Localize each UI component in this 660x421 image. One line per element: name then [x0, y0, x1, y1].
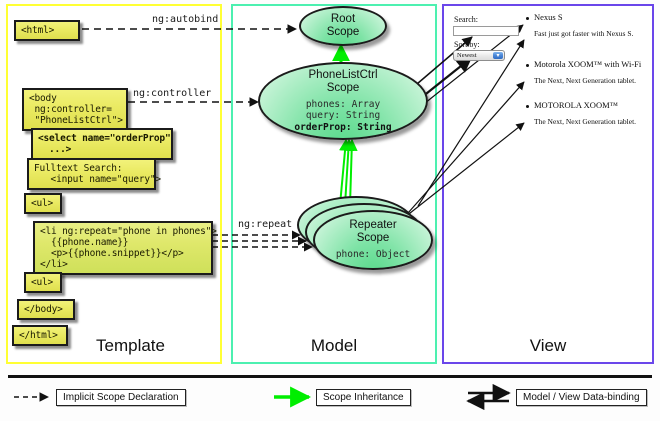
panel-view-title: View	[529, 336, 567, 355]
search-input[interactable]	[453, 26, 519, 36]
phone-name: MOTOROLA XOOM™	[534, 100, 618, 110]
legend-scope-inheritance: Scope Inheritance	[316, 389, 411, 406]
scope-prop-phones: phones: Array	[305, 98, 381, 110]
code-box-ul-close: <ul>	[24, 272, 62, 293]
code-box-select-orderprop: <select name="orderProp" ...>	[31, 128, 173, 160]
code-box-html-close: </html>	[12, 325, 68, 346]
sort-select[interactable]: Newest ▾	[453, 50, 505, 61]
panel-model: Model	[231, 4, 437, 364]
legend-divider	[8, 375, 652, 378]
scope-repeater-props: phone: Object	[335, 249, 411, 261]
code-box-body-open: <body ng:controller= "PhoneListCtrl">	[22, 88, 128, 131]
code-box-html-open: <html>	[14, 20, 80, 41]
code-box-fulltext-search: Fulltext Search: <input name="query">	[27, 158, 161, 190]
edge-label-repeat: ng:repeat	[238, 219, 293, 230]
edge-label-autobind: ng:autobind	[152, 14, 219, 25]
phone-snippet: The Next, Next Generation tablet.	[534, 117, 637, 126]
legend-implicit-scope-declaration: Implicit Scope Declaration	[56, 389, 186, 406]
phone-name: Nexus S	[534, 12, 563, 22]
chevron-down-icon[interactable]: ▾	[493, 52, 503, 59]
sort-select-value: Newest	[457, 52, 477, 59]
code-box-ul-open: <ul>	[24, 193, 62, 214]
scope-prop-orderprop: orderProp: String	[294, 121, 392, 133]
scope-prop-query: query: String	[305, 110, 381, 122]
phone-snippet: Fast just got faster with Nexus S.	[534, 29, 634, 38]
code-box-li-ngrepeat: <li ng:repeat="phone in phones"> {{phone…	[33, 221, 217, 275]
list-bullet	[526, 64, 529, 67]
phone-name: Motorola XOOM™ with Wi-Fi	[534, 59, 642, 69]
code-box-body-close: </body>	[17, 299, 75, 320]
legend-model-view-data-binding: Model / View Data-binding	[516, 389, 647, 406]
panel-model-title: Model	[310, 336, 358, 355]
list-bullet	[526, 17, 529, 20]
panel-template-title: Template	[96, 336, 165, 355]
search-label: Search:	[454, 15, 478, 24]
sort-label: Sort by:	[454, 40, 480, 49]
phone-snippet: The Next, Next Generation tablet.	[534, 76, 637, 85]
edge-label-controller: ng:controller	[133, 88, 212, 99]
list-bullet	[526, 105, 529, 108]
